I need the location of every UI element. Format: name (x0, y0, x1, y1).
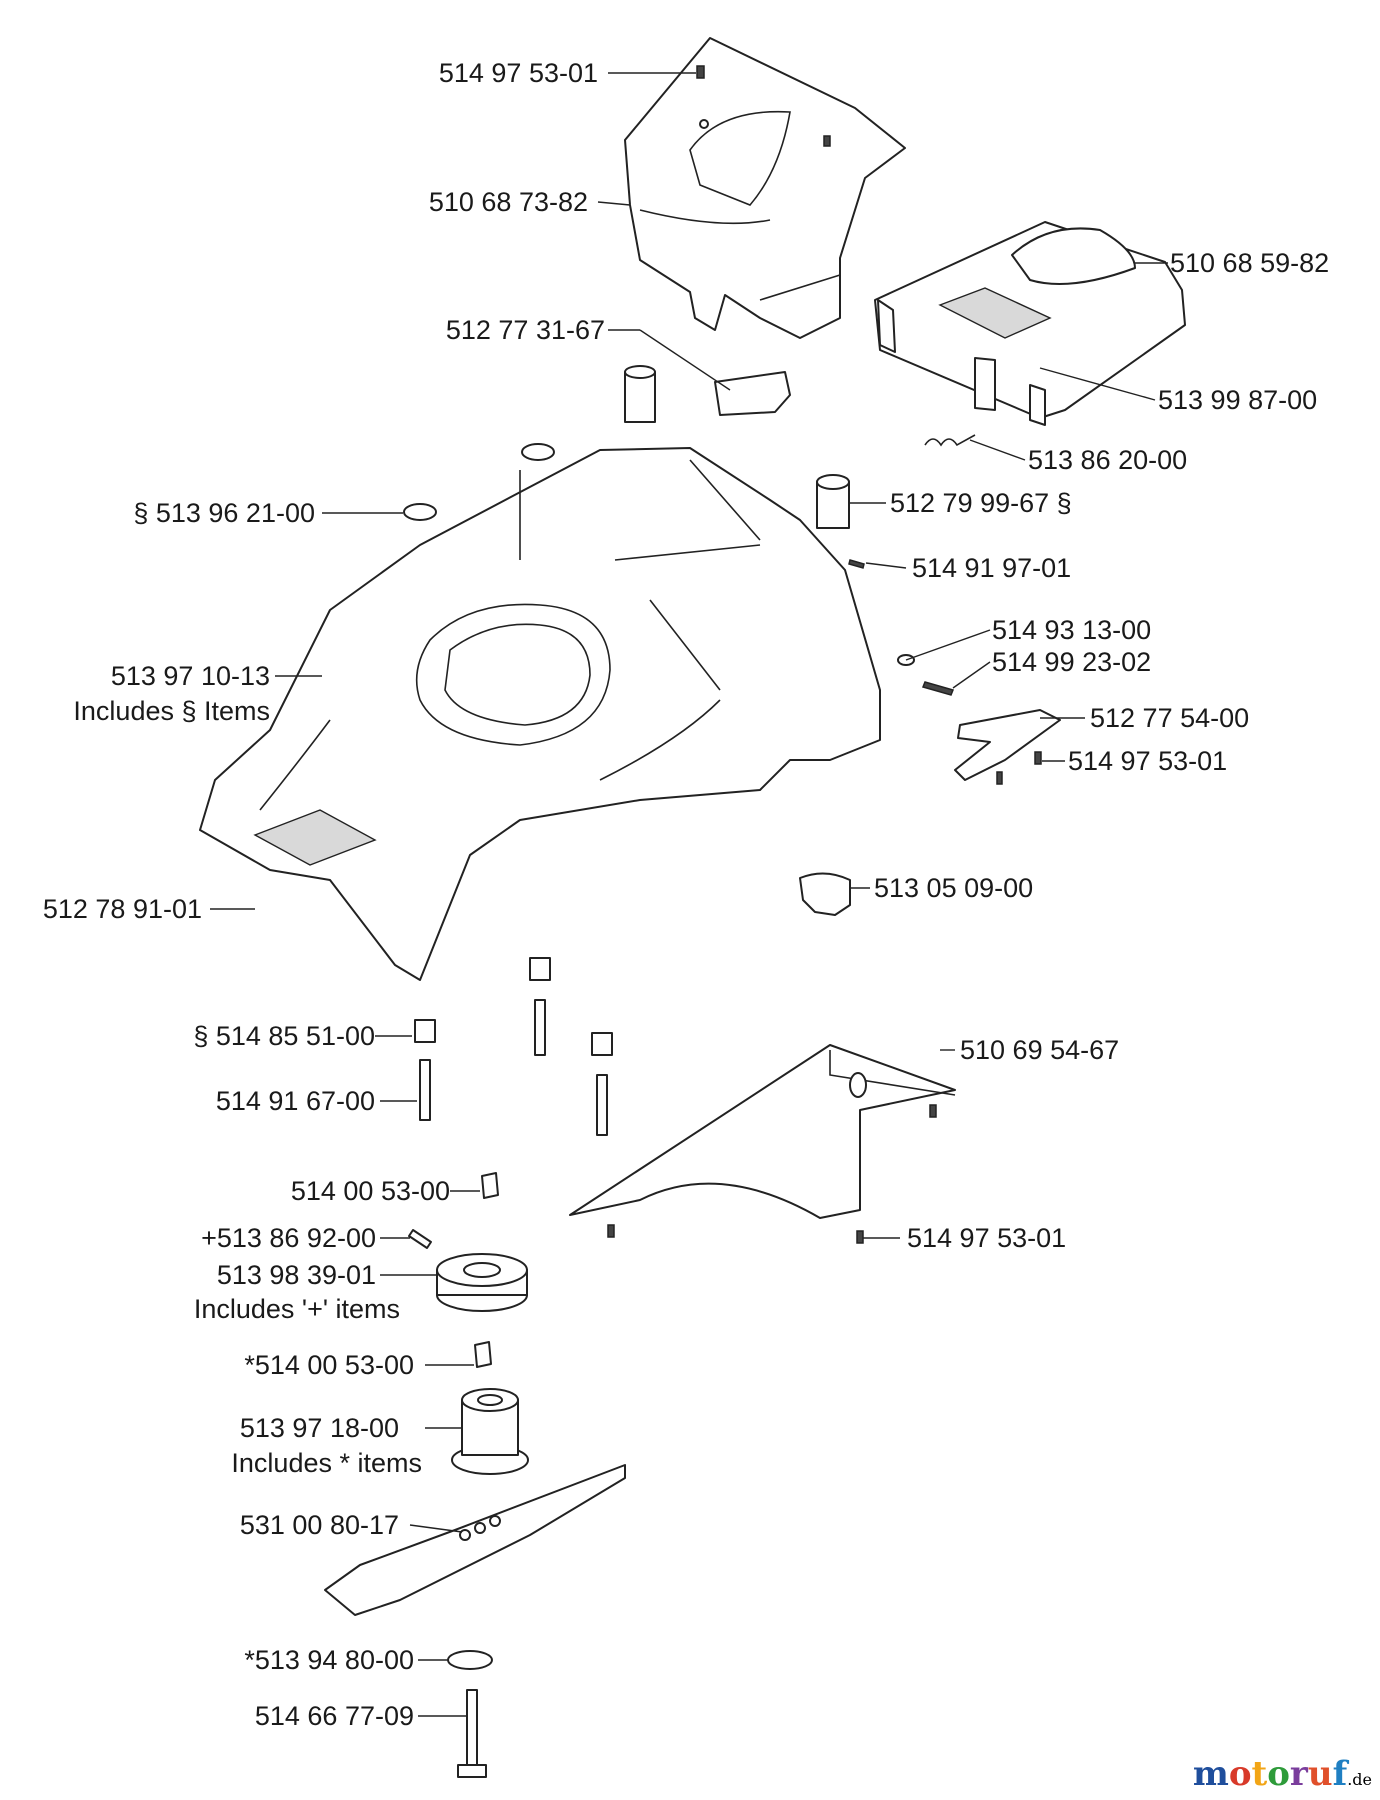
part-label-514-97-53-01-bracket: 514 97 53-01 (1068, 746, 1228, 776)
part-label-513-98-39-01-note: Includes '+' items (193, 1294, 400, 1324)
blade-hub-drawing (451, 1388, 529, 1475)
part-label-513-94-80-00: *513 94 80-00 (244, 1645, 414, 1675)
blade-washer-drawing (447, 1650, 493, 1670)
part-label-512-78-91-01: 512 78 91-01 (42, 894, 202, 924)
part-label-513-86-92-00: +513 86 92-00 (201, 1223, 376, 1253)
spacer-drawings (624, 365, 850, 529)
part-label-514-91-97-01: 514 91 97-01 (912, 553, 1072, 583)
part-label-512-77-31-67: 512 77 31-67 (445, 315, 605, 345)
part-label-514-97-53-01-channel: 514 97 53-01 (907, 1223, 1067, 1253)
part-label-514-00-53-00-star: *514 00 53-00 (244, 1350, 414, 1380)
part-label-514-99-23-02: 514 99 23-02 (992, 647, 1152, 677)
part-label-514-93-13-00: 514 93 13-00 (992, 615, 1152, 645)
blade-drawing (324, 1464, 626, 1616)
rear-cover-drawing (874, 221, 1186, 426)
part-label-513-97-18-00: 513 97 18-00 (239, 1413, 399, 1443)
screw-drawing (921, 681, 955, 696)
watermark-letter: u (1307, 1754, 1333, 1794)
bracket-drawing (954, 709, 1061, 781)
key-drawing (481, 1172, 499, 1199)
pin-drawing (408, 1229, 432, 1249)
watermark-letter: o (1267, 1754, 1290, 1794)
key2-drawing (474, 1341, 492, 1368)
part-label-513-86-20-00: 513 86 20-00 (1028, 445, 1188, 475)
part-label-513-97-10-13: 513 97 10-13 (110, 661, 270, 691)
watermark-logo-letters: motoruf (1193, 1754, 1347, 1794)
watermark-letter: m (1192, 1754, 1229, 1794)
part-label-512-79-99-67: 512 79 99-67 § (890, 488, 1072, 518)
leader-lines (210, 72, 1168, 1717)
mower-deck-drawing (199, 447, 881, 981)
part-label-514-97-53-01-top: 514 97 53-01 (438, 58, 598, 88)
flap-drawing (714, 371, 791, 416)
part-label-513-99-87-00: 513 99 87-00 (1158, 385, 1318, 415)
bolt-drawings (414, 957, 613, 1136)
part-label-510-68-73-82: 510 68 73-82 (428, 187, 588, 217)
holder-drawing (799, 872, 851, 916)
watermark-suffix: .de (1347, 1770, 1372, 1789)
part-label-513-96-21-00: § 513 96 21-00 (133, 498, 315, 528)
part-label-514-85-51-00: § 514 85 51-00 (193, 1021, 375, 1051)
channel-drawing (569, 1044, 956, 1219)
part-label-513-97-10-13-note: Includes § Items (73, 696, 270, 726)
blade-bolt-drawing (457, 1689, 487, 1778)
spring-drawing (924, 434, 976, 447)
part-label-531-00-80-17: 531 00 80-17 (239, 1510, 399, 1540)
small-screw-drawings (607, 559, 1042, 1244)
part-label-512-77-54-00: 512 77 54-00 (1090, 703, 1250, 733)
part-label-514-00-53-00: 514 00 53-00 (290, 1176, 450, 1206)
part-label-514-66-77-09: 514 66 77-09 (254, 1701, 414, 1731)
motoruf-watermark: motoruf.de (1193, 1754, 1372, 1794)
part-label-513-97-18-00-note: Includes * items (231, 1448, 422, 1478)
watermark-letter: t (1251, 1754, 1268, 1794)
pulley-drawing (436, 1253, 528, 1312)
part-label-513-98-39-01: 513 98 39-01 (216, 1260, 376, 1290)
part-label-510-69-54-67: 510 69 54-67 (960, 1035, 1120, 1065)
upper-cover-drawing (624, 37, 906, 339)
part-label-513-05-09-00: 513 05 09-00 (874, 873, 1034, 903)
watermark-letter: o (1228, 1754, 1252, 1794)
watermark-letter: f (1332, 1754, 1348, 1794)
watermark-letter: r (1289, 1754, 1308, 1794)
part-label-510-68-59-82: 510 68 59-82 (1170, 248, 1330, 278)
part-label-514-91-67-00: 514 91 67-00 (215, 1086, 375, 1116)
